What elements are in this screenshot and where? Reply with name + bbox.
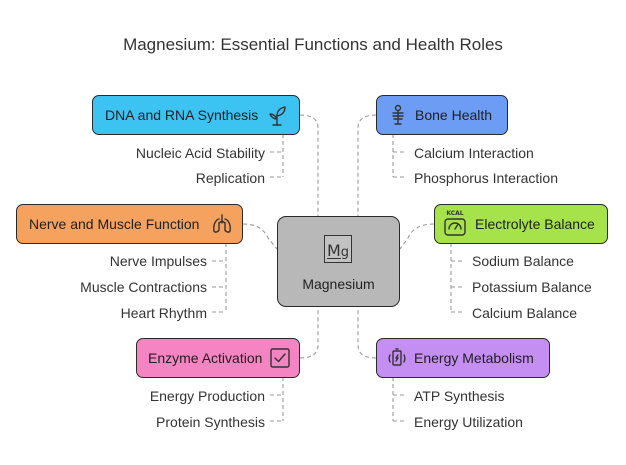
- item-potassium-balance: Potassium Balance: [472, 279, 592, 295]
- item-replication: Replication: [195, 170, 265, 186]
- diagram-title: Magnesium: Essential Functions and Healt…: [123, 35, 503, 54]
- node-label: Energy Metabolism: [414, 350, 534, 366]
- connector-electrolyte: [399, 223, 435, 250]
- item-nucleic-acid-stability: Nucleic Acid Stability: [135, 145, 265, 161]
- node-energy-metabolism: Energy Metabolism: [376, 338, 550, 378]
- item-protein-synthesis: Protein Synthesis: [156, 414, 265, 430]
- skeleton-icon: [387, 104, 409, 126]
- connector-energy-items: [392, 377, 406, 422]
- node-enzyme-activation: Enzyme Activation: [136, 338, 300, 378]
- connector-nerve-items: [212, 243, 227, 313]
- item-heart-rhythm: Heart Rhythm: [120, 305, 207, 321]
- node-label: Bone Health: [415, 107, 493, 123]
- connector-nerve: [242, 223, 278, 250]
- sprout-icon: [265, 103, 289, 127]
- node-electrolyte-balance: KCAL Electrolyte Balance: [434, 204, 608, 244]
- connector-dna-items: [270, 134, 284, 178]
- item-calcium-balance: Calcium Balance: [472, 305, 578, 321]
- lungs-icon: [210, 212, 234, 236]
- connector-bone: [357, 114, 377, 216]
- item-energy-utilization: Energy Utilization: [414, 414, 523, 430]
- node-dna-rna-synthesis: DNA and RNA Synthesis: [92, 95, 300, 135]
- center-label: Magnesium: [302, 276, 375, 292]
- item-calcium-interaction: Calcium Interaction: [414, 145, 534, 161]
- connector-dna: [299, 114, 319, 216]
- connector-electrolyte-items: [450, 243, 464, 313]
- item-energy-production: Energy Production: [149, 388, 265, 404]
- node-label: Enzyme Activation: [148, 350, 263, 366]
- checkbox-icon: [269, 347, 291, 369]
- item-phosphorus-interaction: Phosphorus Interaction: [414, 170, 558, 186]
- item-sodium-balance: Sodium Balance: [472, 253, 574, 269]
- kcal-scale-icon: KCAL: [443, 210, 467, 237]
- battery-cycle-icon: [386, 347, 408, 369]
- connector-energy: [357, 307, 377, 359]
- node-bone-health: Bone Health: [376, 95, 508, 135]
- node-nerve-muscle-function: Nerve and Muscle Function: [16, 204, 243, 244]
- node-label: Nerve and Muscle Function: [29, 216, 200, 232]
- node-label: Electrolyte Balance: [475, 216, 595, 232]
- node-label: DNA and RNA Synthesis: [105, 107, 259, 123]
- connector-enzyme: [299, 307, 319, 359]
- item-nerve-impulses: Nerve Impulses: [109, 253, 207, 269]
- connector-enzyme-items: [270, 377, 284, 422]
- item-atp-synthesis: ATP Synthesis: [414, 388, 505, 404]
- connector-bone-items: [392, 134, 406, 178]
- item-muscle-contractions: Muscle Contractions: [80, 279, 207, 295]
